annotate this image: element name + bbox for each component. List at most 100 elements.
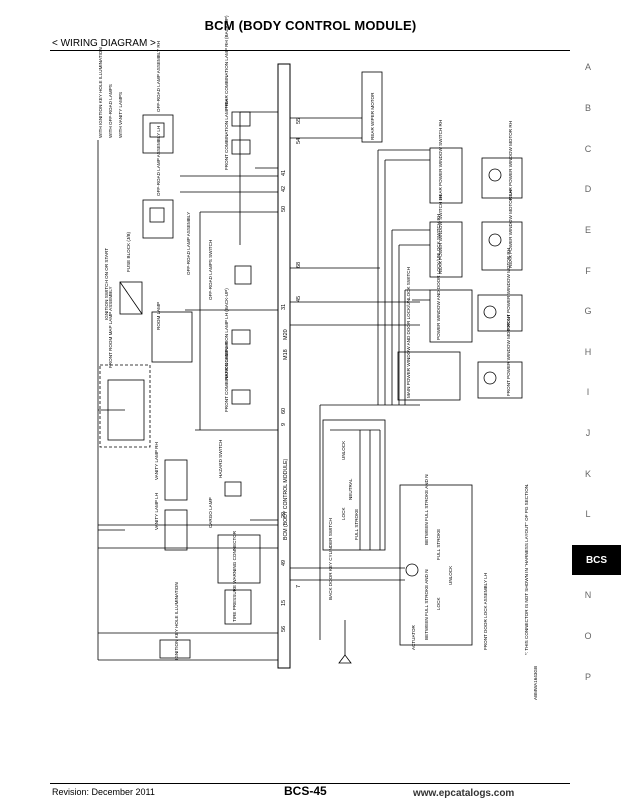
side-letter[interactable]: D — [584, 184, 592, 194]
bcm-pin: 7 — [296, 585, 302, 588]
main-pw-switch-label: MAIN POWER WINDOW AND DOOR LOCK/UNLOCK S… — [406, 267, 411, 398]
actuator-label: BETWEEN FULL STROKE AND N — [424, 474, 429, 545]
front-pw-motor-lh-label: FRONT POWER WINDOW MOTOR LH — [506, 315, 511, 396]
lock-table-header: UNLOCK — [341, 440, 346, 460]
side-letter[interactable]: B — [584, 103, 591, 113]
pw-switch-rh: POWER WINDOW AND DOOR LOCK/UNLOCK SWITCH… — [429, 214, 473, 343]
rear-pw-switch-lh: REAR POWER WINDOW SWITCH LH — [429, 195, 463, 278]
rear-pw-switch-lh-label: REAR POWER WINDOW SWITCH LH — [438, 195, 443, 274]
cargo-lamp-label: CARGO LAMP — [208, 497, 213, 528]
right-bus-wires — [290, 117, 430, 655]
actuator-label: BETWEEN FULL STROKE AND N — [424, 569, 429, 640]
off-road-lamp-rh-label: OFF-ROAD LAMP ASSEMBLY RH — [156, 41, 161, 112]
bcm-pin: 68 — [296, 262, 302, 268]
bcm-pin: 41 — [281, 170, 287, 176]
lock-table-row: FULL STROKE — [354, 509, 359, 540]
front-combo-rh-label: FRONT COMBINATION LAMP RH — [224, 99, 229, 170]
side-letter[interactable]: N — [584, 590, 592, 600]
actuator-label: UNLOCK — [448, 565, 453, 585]
cargo-lamp: CARGO LAMP — [208, 497, 261, 584]
actuator-label: FULL STROKE — [436, 529, 441, 560]
note-ignition-illumination: WITH IGNITION KEY HOLE ILLUMINATION — [98, 47, 103, 138]
rear-combo-lh-label: REAR COMBINATION LAMP LH (BACK-UP) — [224, 288, 229, 380]
side-letter[interactable]: P — [584, 672, 591, 682]
bcm-pin: 49 — [281, 560, 287, 566]
note-vanity: WITH VANITY LAMPS — [118, 92, 123, 138]
side-letter[interactable]: A — [584, 62, 591, 72]
off-road-lamp-upper: OFF-ROAD LAMP ASSEMBLY RH — [142, 41, 174, 154]
tire-pressure-connector: TIRE PRESSURE WARNING CONNECTOR — [224, 530, 252, 625]
side-letter[interactable]: E — [584, 225, 591, 235]
pw-switch-rh-label: POWER WINDOW AND DOOR LOCK/UNLOCK SWITCH… — [436, 214, 441, 340]
bcm-pin: 50 — [281, 206, 287, 212]
hazard-switch-label: HAZARD SWITCH — [218, 440, 223, 478]
side-letter[interactable]: H — [584, 347, 592, 357]
bcm-pin: 60 — [281, 408, 287, 414]
front-door-lock-label: FRONT DOOR LOCK ASSEMBLY LH — [483, 573, 488, 650]
main-pw-switch: MAIN POWER WINDOW AND DOOR LOCK/UNLOCK S… — [397, 267, 461, 401]
note-harness: *: THIS CONNECTOR IS NOT SHOWN IN "HARNE… — [524, 484, 529, 655]
bcm-pin: 45 — [296, 296, 302, 302]
bcm-pin: 15 — [281, 600, 287, 606]
note-off-road: WITH OFF-ROAD LAMPS — [108, 84, 113, 138]
side-letter[interactable]: J — [585, 428, 591, 438]
rear-pw-motor-rh-label: REAR POWER WINDOW MOTOR RH — [508, 121, 513, 200]
side-letter[interactable]: K — [584, 469, 591, 479]
front-combo-lh-label: FRONT COMBINATION LAMP LH — [224, 342, 229, 412]
section-tab-bcs[interactable]: BCS — [572, 545, 621, 575]
key-hole-illumination: IGNITION KEY HOLE ILLUMINATION — [159, 582, 191, 660]
lock-table-row: NEUTRAL — [348, 478, 353, 500]
rear-wiper-motor: REAR WIPER MOTOR — [361, 71, 383, 143]
off-road-lamp-assembly-label: OFF-ROAD LAMP ASSEMBLY — [186, 212, 191, 275]
back-door-key-switch: BACK DOOR KEY CYLINDER SWITCH LOCK UNLOC… — [322, 419, 386, 600]
side-letter[interactable]: F — [585, 266, 591, 276]
off-road-lamp-lower: OFF-ROAD LAMP ASSEMBLY LH — [142, 126, 174, 239]
rear-pw-motor-lh: REAR POWER WINDOW MOTOR LH — [481, 190, 523, 271]
section-breadcrumb[interactable]: < WIRING DIAGRAM > — [52, 38, 156, 49]
bcm-connector: M20 — [283, 329, 289, 340]
figure-code: ABMWA1643GB — [533, 666, 538, 700]
bcm-pins: 56 15 49 7 29 9 60 31 45 68 50 42 41 55 … — [281, 118, 302, 632]
rear-wiper-label: REAR WIPER MOTOR — [370, 92, 375, 140]
footer-rule — [50, 783, 570, 784]
room-lamp-label: ROOM LAMP — [156, 302, 161, 330]
room-lamp: ROOM LAMP — [151, 302, 193, 363]
side-letter[interactable]: O — [584, 631, 592, 641]
rear-pw-switch-rh: REAR POWER WINDOW SWITCH RH — [429, 120, 463, 204]
ignition-switch-label: IGNITION SWITCH ON OR START — [104, 248, 109, 320]
side-letter[interactable]: L — [585, 509, 591, 519]
header-rule — [50, 50, 570, 51]
watermark-text: www.epcatalogs.com — [413, 788, 515, 799]
vanity-rh-label: VANITY LAMP RH — [154, 442, 159, 480]
bcm-module: BCM (BODY CONTROL MODULE) M18 M20 — [277, 63, 291, 669]
front-pw-motor-lh: FRONT POWER WINDOW MOTOR LH — [477, 315, 523, 399]
bcm-pin: 29 — [281, 512, 287, 518]
bcm-pin: 9 — [281, 423, 287, 426]
bcm-pin: 56 — [281, 626, 287, 632]
side-letter[interactable]: I — [586, 387, 590, 397]
actuator-label: LOCK — [436, 597, 441, 610]
bcm-pin: 55 — [296, 118, 302, 124]
lock-table-header: LOCK — [341, 507, 346, 520]
front-door-lock-assembly: ACTUATOR BETWEEN FULL STROKE AND N BETWE… — [399, 474, 488, 650]
back-door-key-label: BACK DOOR KEY CYLINDER SWITCH — [328, 518, 333, 600]
left-bus-wires — [97, 111, 278, 661]
fuse-block-label: FUSE BLOCK (J/B) — [126, 231, 131, 272]
hazard-switch: HAZARD SWITCH — [218, 440, 242, 497]
key-hole-label: IGNITION KEY HOLE ILLUMINATION — [174, 582, 179, 660]
off-road-lamp-lh-label: OFF-ROAD LAMP ASSEMBLY LH — [156, 126, 161, 196]
rear-pw-motor-lh-label: REAR POWER WINDOW MOTOR LH — [508, 190, 513, 268]
combination-lamps: REAR COMBINATION LAMP RH (BACK-UP) FRONT… — [224, 15, 251, 412]
side-letter[interactable]: G — [584, 306, 592, 316]
rear-pw-switch-rh-label: REAR POWER WINDOW SWITCH RH — [438, 120, 443, 200]
bcm-pin: 42 — [281, 186, 287, 192]
actuator-label: ACTUATOR — [411, 624, 416, 650]
ignition-switch: IGNITION SWITCH ON OR START FUSE BLOCK (… — [104, 231, 143, 320]
front-pw-motor-rh: FRONT POWER WINDOW MOTOR RH — [477, 248, 523, 332]
page-number: BCS-45 — [284, 784, 327, 798]
map-lamp-label: FRONT ROOM MAP LAMP ASSEMBLY — [108, 286, 113, 368]
side-letter[interactable]: C — [584, 144, 592, 154]
bcm-module-label: BCM (BODY CONTROL MODULE) — [283, 458, 289, 540]
revision-text: Revision: December 2011 — [52, 787, 155, 797]
